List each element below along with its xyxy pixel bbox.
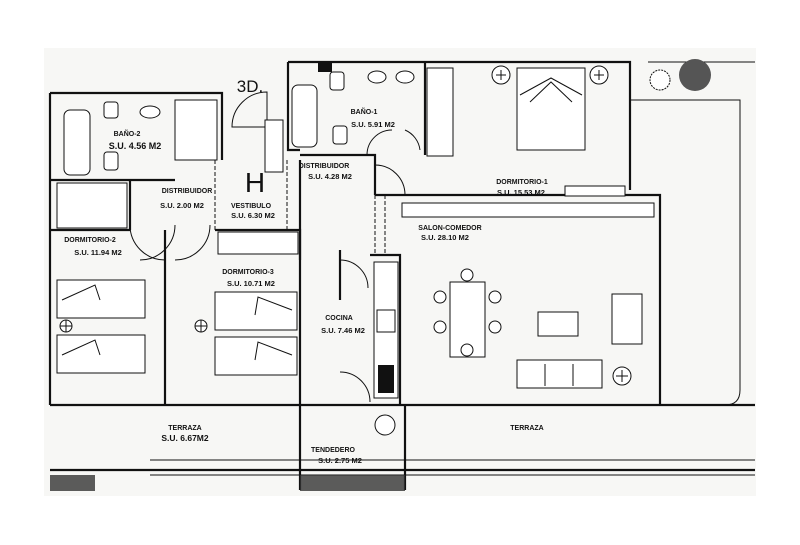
room-name-distribuidor-left: DISTRIBUIDOR xyxy=(162,188,213,195)
open-partitions xyxy=(214,160,386,255)
living-furniture xyxy=(401,202,655,389)
wardrobe xyxy=(56,182,128,229)
bathtub-icon xyxy=(63,109,91,176)
room-name-dormitorio1: DORMITORIO-1 xyxy=(496,179,548,186)
room-name-terraza-left: TERRAZA xyxy=(168,425,201,432)
planter xyxy=(300,475,405,491)
toilet-icon xyxy=(103,101,119,119)
sideboard xyxy=(401,202,655,218)
sink-icon xyxy=(378,365,394,393)
kitchen-fixtures xyxy=(373,261,399,436)
room-area-bano1: S.U. 5.91 M2 xyxy=(351,120,395,129)
room-name-terraza-right: TERRAZA xyxy=(510,425,543,432)
room-area-distribuidor-left: S.U. 2.00 M2 xyxy=(160,201,204,210)
room-area-dormitorio1: S.U. 15.53 M2 xyxy=(497,188,545,197)
single-bed-icon xyxy=(56,334,146,374)
bathroom-fixtures xyxy=(63,62,454,176)
wardrobe xyxy=(426,67,454,157)
single-bed-icon xyxy=(214,291,298,331)
shelf xyxy=(564,185,626,197)
stove-icon xyxy=(376,309,396,333)
room-area-dormitorio2: S.U. 11.94 M2 xyxy=(74,248,122,257)
entry-door xyxy=(231,91,268,128)
room-name-tendedero: TENDEDERO xyxy=(311,447,356,454)
room-area-terraza-left: S.U. 6.67M2 xyxy=(161,433,209,443)
bathtub-icon xyxy=(291,84,318,148)
room-name-salon: SALON-COMEDOR xyxy=(418,225,481,232)
room-name-dormitorio2: DORMITORIO-2 xyxy=(64,237,116,244)
room-name-bano2: BAÑO-2 xyxy=(114,129,141,138)
sofa-icon xyxy=(516,359,603,389)
sofa-icon xyxy=(611,293,643,345)
room-area-bano2: S.U. 4.56 M2 xyxy=(109,141,162,151)
toilet-icon xyxy=(329,71,345,91)
sink-icon xyxy=(139,105,161,119)
cabinet xyxy=(264,119,284,173)
room-name-bano1: BAÑO-1 xyxy=(351,107,378,116)
room-name-vestibulo: VESTIBULO xyxy=(231,203,272,210)
planter xyxy=(50,475,95,491)
plants xyxy=(50,59,711,491)
bidet-icon xyxy=(332,125,348,145)
plant-icon xyxy=(649,69,671,91)
door-swings xyxy=(129,91,421,403)
room-area-salon: S.U. 28.10 M2 xyxy=(421,233,469,242)
plant-icon xyxy=(679,59,711,91)
room-area-distribuidor-right: S.U. 4.28 M2 xyxy=(308,172,352,181)
room-name-dormitorio3: DORMITORIO-3 xyxy=(222,269,274,276)
coffee-table-icon xyxy=(537,311,579,337)
room-area-vestibulo: S.U. 6.30 M2 xyxy=(231,211,275,220)
room-area-tendedero: S.U. 2.75 M2 xyxy=(318,456,362,465)
sink-icon xyxy=(395,70,415,84)
room-name-cocina: COCINA xyxy=(325,315,353,322)
bedroom-furniture xyxy=(56,65,626,376)
room-area-cocina: S.U. 7.46 M2 xyxy=(321,326,365,335)
washer-icon xyxy=(374,414,396,436)
room-name-distribuidor-right: DISTRIBUIDOR xyxy=(299,163,350,170)
unit-label: 3D. xyxy=(237,77,263,96)
wardrobe xyxy=(217,231,299,255)
double-bed-icon xyxy=(516,67,586,151)
bidet-icon xyxy=(103,151,119,171)
single-bed-icon xyxy=(56,279,146,319)
room-labels: 3D. H BAÑO-2 S.U. 4.56 M2 DISTRIBUIDOR S… xyxy=(64,77,548,465)
walls xyxy=(48,60,755,490)
wardrobe xyxy=(174,99,218,161)
room-area-dormitorio3: S.U. 10.71 M2 xyxy=(227,279,275,288)
sink-icon xyxy=(367,70,387,84)
entry-marker: H xyxy=(245,167,265,198)
